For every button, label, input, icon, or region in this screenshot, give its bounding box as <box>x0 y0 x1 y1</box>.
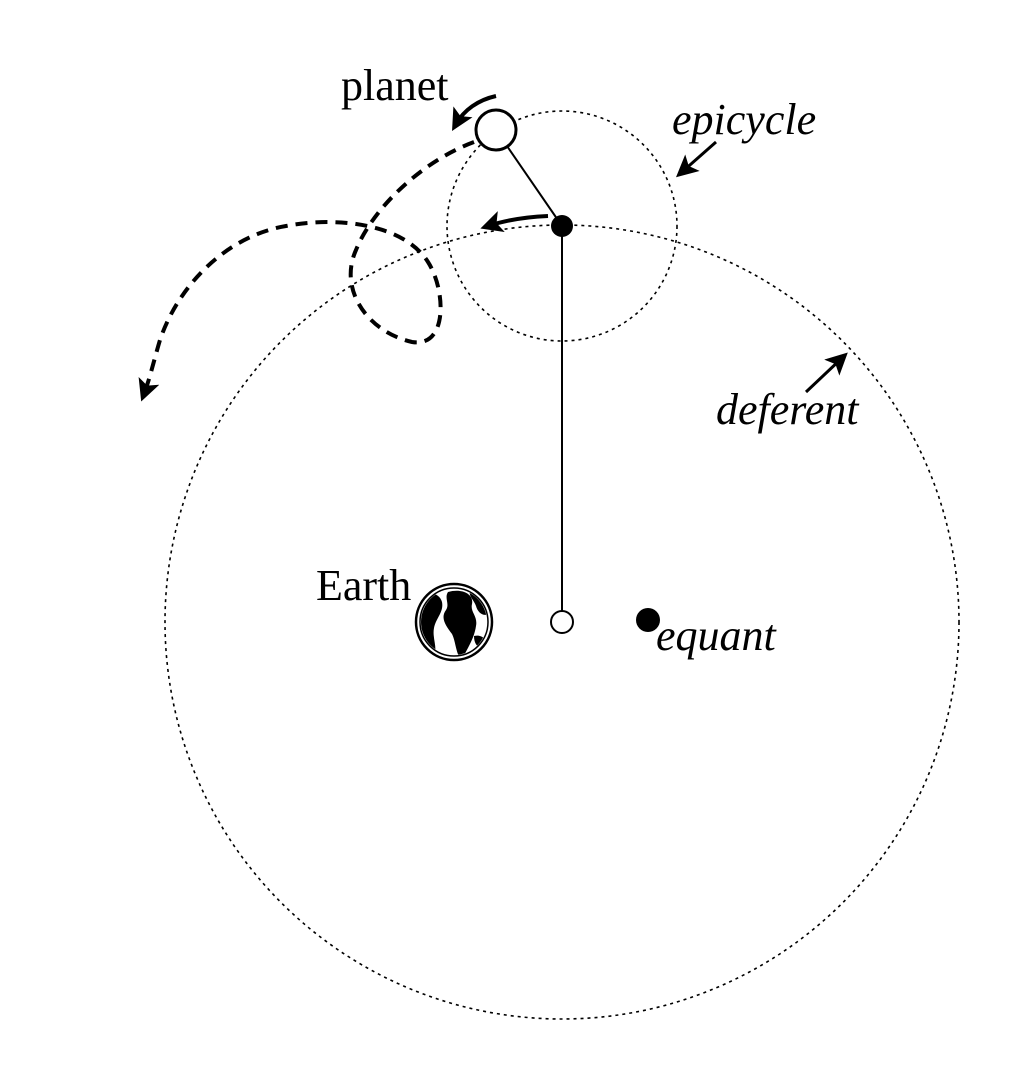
globe-icon <box>414 582 494 662</box>
deferent-pointer-arrow <box>804 352 848 394</box>
equant-point <box>636 608 660 632</box>
epicycle-label: epicycle <box>672 95 816 144</box>
epicycle-rotation-arrow <box>480 211 549 233</box>
deferent-label: deferent <box>716 385 860 434</box>
planet-label: planet <box>341 61 449 110</box>
deferent-center-point <box>550 610 574 634</box>
equant-label: equant <box>656 611 778 660</box>
planet-rotation-arrow <box>452 94 497 131</box>
earth-label: Earth <box>316 561 411 610</box>
epicycle-pointer-arrow <box>676 140 717 178</box>
epicycle-center-point <box>551 215 573 237</box>
planet-marker <box>474 108 518 152</box>
retrograde-loop-path <box>138 140 475 402</box>
epicycle-circle <box>446 110 678 342</box>
